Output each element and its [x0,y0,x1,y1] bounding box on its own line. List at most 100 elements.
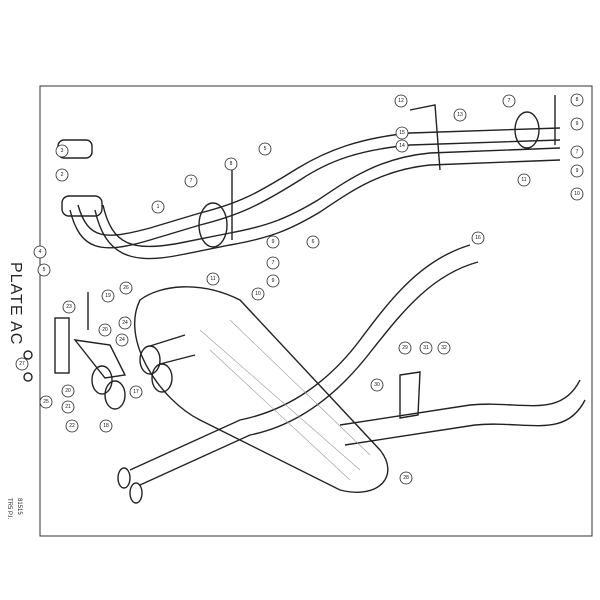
callout-number: 32 [441,345,447,351]
pipe-clamp [514,111,540,149]
mounting-bracket [409,104,441,171]
callout-number: 14 [399,143,405,149]
callout-30: 30 [370,378,384,392]
callout-9: 9 [266,274,280,288]
callout-9: 9 [266,235,280,249]
callout-number: 11 [521,177,526,183]
manifold-flange [61,195,103,217]
callout-10: 10 [251,287,265,301]
callout-number: 26 [123,285,129,291]
callout-number: 7 [508,98,511,104]
callout-15: 15 [395,126,409,140]
plate-code: TR5 P.I. [6,498,12,520]
callout-28: 28 [399,471,413,485]
callout-number: 12 [398,98,404,104]
callout-number: 17 [133,389,139,395]
callout-number: 1 [157,204,160,210]
callout-number: 24 [119,337,125,343]
callout-24: 24 [118,316,132,330]
callout-number: 30 [374,382,380,388]
callout-7: 7 [266,256,280,270]
callout-11: 11 [517,173,531,187]
callout-number: 27 [19,361,25,367]
callout-number: 23 [66,304,72,310]
callout-29: 29 [398,341,412,355]
callout-number: 20 [65,388,71,394]
callout-number: 16 [475,235,481,241]
callout-number: 6 [312,239,315,245]
rear-pipe-assembly [117,244,586,504]
callout-number: 3 [61,148,64,154]
callout-number: 22 [69,423,75,429]
callout-18: 18 [99,419,113,433]
callout-number: 19 [105,293,111,299]
callout-2: 2 [55,168,69,182]
callout-number: 8 [230,161,233,167]
callout-19: 19 [101,289,115,303]
callout-7: 7 [502,94,516,108]
callout-9: 9 [570,164,584,178]
callout-5: 5 [258,142,272,156]
callout-number: 10 [255,291,261,297]
callout-24: 24 [115,333,129,347]
callout-5: 5 [37,263,51,277]
rear-bracket [399,371,421,419]
callout-number: 24 [122,320,128,326]
plate-number: 81515 [16,498,22,515]
pipe-clamp [198,202,228,248]
callout-7: 7 [184,174,198,188]
callout-32: 32 [437,341,451,355]
callout-number: 29 [402,345,408,351]
callout-number: 2 [61,172,64,178]
callout-9: 9 [570,117,584,131]
callout-20: 20 [61,384,75,398]
callout-7: 7 [570,145,584,159]
callout-10: 10 [570,187,584,201]
callout-number: 5 [264,146,267,152]
callout-number: 9 [272,239,275,245]
callout-number: 4 [39,249,42,255]
callout-number: 9 [272,278,275,284]
callout-number: 18 [103,423,109,429]
callout-3: 3 [55,144,69,158]
callout-number: 7 [190,178,193,184]
callout-13: 13 [453,108,467,122]
callout-12: 12 [394,94,408,108]
silencer-mounting-parts [23,292,127,410]
callout-25: 25 [39,395,53,409]
callout-11: 11 [206,272,220,286]
callout-1: 1 [151,200,165,214]
callout-6: 6 [306,235,320,249]
callout-17: 17 [129,385,143,399]
callout-number: 7 [272,260,275,266]
callout-number: 11 [210,276,215,282]
callout-27: 27 [15,357,29,371]
callout-number: 25 [43,399,49,405]
callout-number: 21 [65,404,71,410]
callout-number: 9 [576,168,579,174]
callout-number: 9 [576,121,579,127]
callout-8: 8 [570,93,584,107]
silencer [134,286,389,493]
callout-16: 16 [471,231,485,245]
plate-title: PLATE AC [7,262,24,346]
callout-number: 5 [43,267,46,273]
callout-8: 8 [224,157,238,171]
callout-number: 8 [576,97,579,103]
callout-number: 13 [457,112,463,118]
callout-number: 15 [399,130,405,136]
callout-23: 23 [62,300,76,314]
callout-22: 22 [65,419,79,433]
callout-number: 20 [102,327,108,333]
callout-21: 21 [61,400,75,414]
callout-number: 31 [423,345,429,351]
callout-number: 7 [576,149,579,155]
callout-number: 10 [574,191,580,197]
front-pipe-assembly [57,95,561,260]
callout-4: 4 [33,245,47,259]
plate-border [39,85,593,537]
callout-number: 28 [403,475,409,481]
callout-20: 20 [98,323,112,337]
callout-26: 26 [119,281,133,295]
